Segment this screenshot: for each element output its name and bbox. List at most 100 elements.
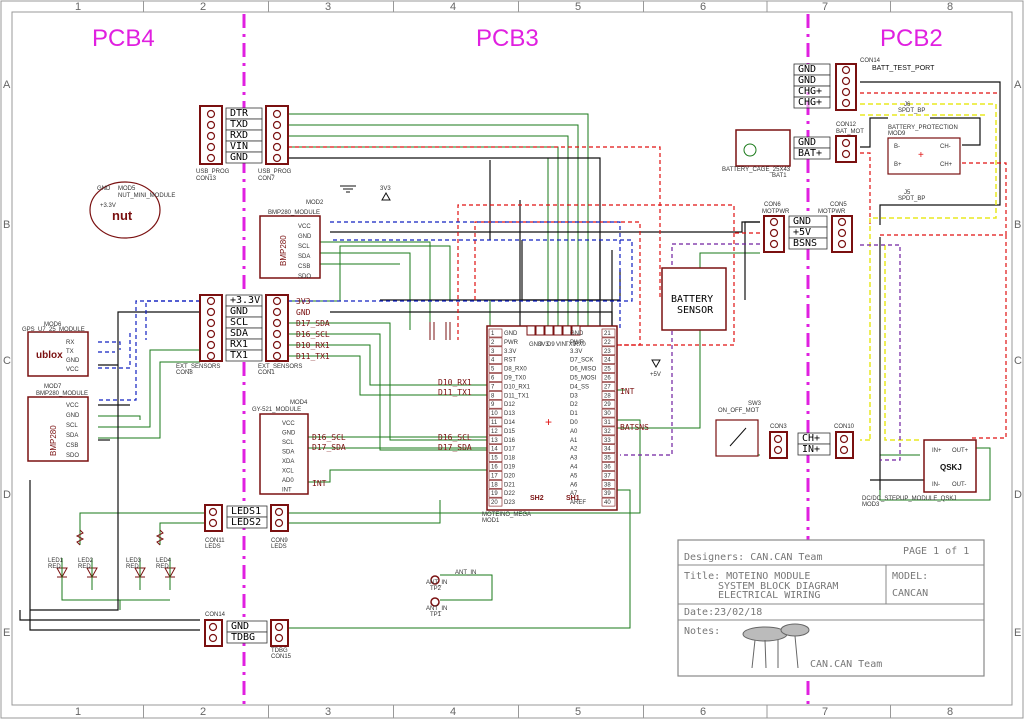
con10-pin-1 — [839, 434, 849, 444]
ext-pin-3: SDA — [230, 328, 248, 339]
moteino-right-pin-num: 22 — [604, 340, 611, 346]
moteino-right-pin-box — [601, 444, 616, 454]
moteino-right-pin-num: 37 — [604, 473, 611, 479]
ext-net-2: D17_SDA — [296, 319, 330, 328]
col-marker-bottom-7: 7 — [822, 706, 828, 718]
moteino-top-pin-box — [544, 325, 554, 336]
con14-batt-test: CON14 BATT_TEST_PORT — [835, 58, 935, 111]
moteino-left-pin-box — [488, 399, 503, 409]
tdbg-b-name: TDBG — [271, 648, 288, 654]
gy521-pin-sda: SDA — [282, 450, 294, 456]
moteino-name: MOTEINO_MEGA — [482, 512, 531, 518]
bprot-ch-plus: CH+ — [940, 162, 953, 168]
led-resistor-1 — [75, 529, 85, 546]
moteino-right-pin-18: A7 — [570, 491, 578, 497]
moteino-left-pin-16: D20 — [504, 473, 516, 479]
dcdc-out-plus: OUT+ — [952, 448, 969, 454]
col-marker-top-5: 5 — [575, 1, 581, 13]
section-pcb3: PCB3 — [476, 25, 539, 52]
switch-ref: SW3 — [748, 401, 762, 407]
moteino-right-pin-box — [601, 373, 616, 382]
ant-net-label: ANT_IN — [455, 570, 476, 576]
moteino-right-pin-box — [601, 435, 616, 445]
moteino-right-pin-box — [601, 471, 616, 480]
title-line2: SYSTEM BLOCK DIAGRAM — [718, 581, 838, 592]
ext-net-5: D11_TX1 — [296, 352, 330, 361]
con5-name: MOTPWR — [818, 209, 846, 215]
nut-ref: MOD5 — [118, 186, 136, 192]
ext-net-3: D16_SCL — [296, 330, 330, 339]
con5-ref: CON5 — [830, 202, 847, 208]
ext-pin-4: RX1 — [230, 339, 248, 350]
ant-tp2-a: ANT_IN — [426, 580, 447, 586]
ext-a-pin-3 — [206, 318, 216, 328]
title-line1: Title: MOTEINO MODULE — [684, 571, 810, 582]
bmp-top-ref: MOD2 — [306, 200, 324, 206]
gy521-pin-gnd: GND — [282, 431, 296, 437]
moteino-right-pin-8: D2 — [570, 402, 578, 408]
bat-mot-name: BAT_MOT — [836, 129, 864, 135]
team-logo — [742, 623, 810, 669]
5v-symbol: +5V — [650, 359, 661, 378]
wires-purple — [620, 243, 901, 461]
bmp-left-chip: BMP280 — [49, 425, 58, 456]
moteino-left-pin-15: D19 — [504, 465, 516, 471]
con6-pin-2 — [769, 228, 779, 238]
moteino-right-pin-14: A3 — [570, 456, 578, 462]
row-marker-left-A: A — [3, 79, 11, 91]
moteino-left-pin-17: D21 — [504, 482, 516, 488]
moteino-right-pin-11: A0 — [570, 429, 578, 435]
moteino-left-pin-box — [488, 337, 503, 347]
ext-sensors-a-name: EXT_SENSORS — [176, 364, 220, 370]
gy521-pin-scl: SCL — [282, 440, 294, 446]
bprot-b-minus: B- — [894, 144, 900, 150]
title-notes: Notes: — [684, 626, 720, 637]
dcdc-in-plus: IN+ — [932, 448, 942, 454]
moteino-right-pin-box — [601, 337, 616, 347]
moteino-left-pin-box — [488, 435, 503, 445]
usb-b-pin-1 — [272, 109, 282, 119]
moteino-right-pin-num: 24 — [604, 358, 611, 364]
usb-b-pin-2 — [272, 120, 282, 130]
batt-test-pin-4 — [841, 98, 851, 108]
title-date: Date:23/02/18 — [684, 607, 762, 618]
ant-tp2-b: TP2 — [430, 586, 442, 592]
ext-sensors-b-ref: CON1 — [258, 370, 275, 376]
gy521-pin-int: INT — [282, 488, 292, 494]
moteino-right-pin-box — [601, 355, 616, 365]
moteino-left-pin-num: 8 — [491, 393, 495, 399]
title-model-label: MODEL: — [892, 571, 928, 582]
bmp-top-pin-sdo: SDO — [298, 274, 311, 280]
moteino-top-pin-box — [571, 325, 581, 336]
moteino-right-pin-13: A2 — [570, 447, 578, 453]
gy521-module: MOD4 GY-521_MODULE VCCGNDSCLSDAXDAXCLAD0… — [252, 400, 346, 495]
row-marker-left-B: B — [3, 219, 10, 231]
moteino-net-scl: D16_SCL — [438, 433, 472, 442]
batt-test-pin-3-cell — [793, 96, 831, 109]
title-model: CANCAN — [892, 588, 928, 599]
moteino-right-pin-num: 33 — [604, 438, 611, 444]
row-marker-right-A: A — [1014, 79, 1022, 91]
batt-test-pin-3: CHG+ — [798, 97, 822, 108]
row-marker-right-C: C — [1014, 355, 1022, 367]
con10-ref: CON10 — [834, 424, 855, 430]
moteino-left-pin-num: 20 — [491, 500, 498, 506]
jumper-j6-type: SPDT_BP — [898, 108, 925, 114]
gy521-net-scl: D16_SCL — [312, 433, 346, 442]
moteino-right-pin-num: 27 — [604, 384, 611, 390]
ext-sensors-con8: EXT_SENSORS CON8 — [176, 294, 223, 376]
gps-pin-tx: TX — [66, 349, 74, 355]
bmp-top-pin-csb: CSB — [298, 264, 310, 270]
col-marker-bottom-2: 2 — [200, 706, 206, 718]
usb-pin-rxd: RXD — [230, 130, 248, 141]
gy521-ref: MOD4 — [290, 400, 308, 406]
moteino-left-pin-11: D15 — [504, 429, 516, 435]
nut-logo: nut — [112, 208, 133, 223]
bmp280-top-module: MOD2 BMP280_MODULE BMP280 VCCGNDSCLSDACS… — [259, 200, 324, 280]
gy521-name: GY-521_MODULE — [252, 407, 301, 413]
usb-b-pin-5 — [272, 153, 282, 163]
batt-test-pin-1 — [841, 65, 851, 75]
usb-a-pin-3 — [206, 131, 216, 141]
